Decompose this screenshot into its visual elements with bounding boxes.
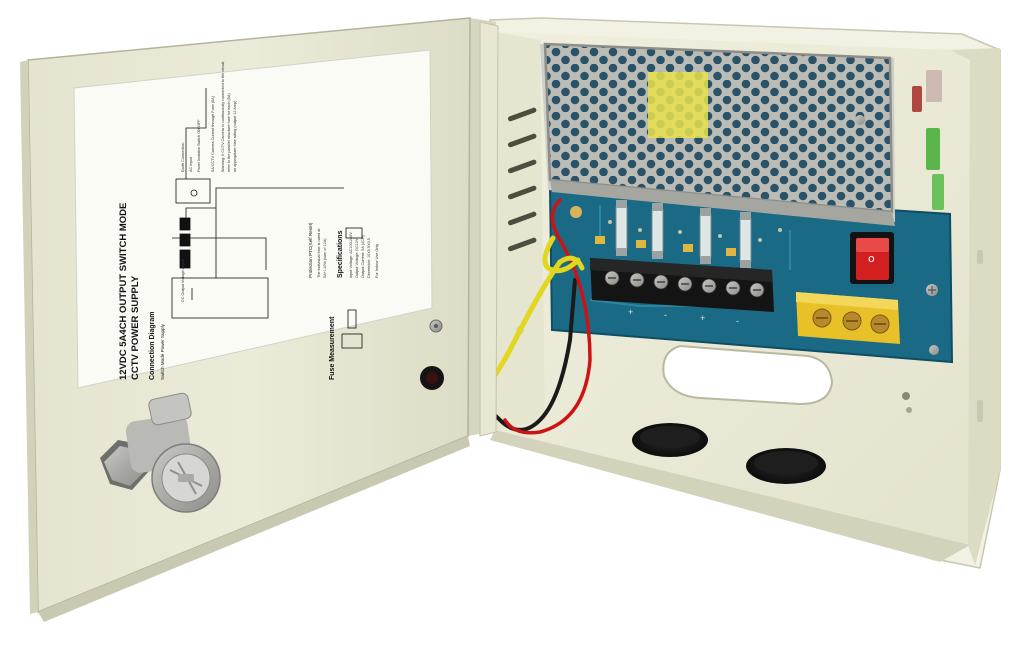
svg-text:+: + (628, 307, 633, 317)
power-rocker-switch[interactable]: o (850, 232, 894, 284)
output-terminal-strip (590, 258, 774, 312)
wire-grommet (420, 366, 444, 390)
label-protection-0: The individual fuse is rated at (317, 228, 321, 278)
label-spec-3: Dimension: 10X5.5X0.5 (367, 238, 371, 278)
door-hinge (479, 21, 499, 437)
green-capacitors (912, 70, 944, 210)
earth-ground-icon (429, 319, 443, 333)
label-spec-heading: Specifications (337, 230, 344, 278)
label-output-note: 5A/CCTV Camera Current through Fuse (5A) (211, 95, 215, 172)
label-panel-switch: Panel Isolation Switch ON/OFF (197, 119, 201, 172)
label-spec-2: Output Current: 5A (4CH) (361, 234, 365, 278)
switch-off-mark: o (868, 252, 875, 265)
transformer-visible (648, 72, 708, 138)
fuse (651, 203, 664, 259)
switching-psu-module (540, 42, 895, 226)
cam-lock-icon[interactable] (100, 392, 221, 513)
vent-slots (507, 107, 537, 252)
manual-label: 12VDC 5A4CH OUTPUT SWITCH MODE CCTV POWE… (73, 49, 433, 389)
fuse (615, 200, 628, 256)
label-diagram-heading: Connection Diagram (149, 312, 156, 380)
cable-slot (662, 344, 834, 406)
label-dc-output: DC Output Voltage Adjust (181, 258, 185, 302)
fuse (739, 212, 752, 268)
label-warning-0: Warning: If CCTV Camera is continuously … (221, 61, 225, 172)
label-title: 12VDC 5A4CH OUTPUT SWITCH MODE (118, 203, 129, 380)
label-subtitle: CCTV POWER SUPPLY (130, 275, 141, 380)
label-warning-1: refer to the parallel structure fuse for… (227, 93, 231, 172)
label-spec-0: Input Voltage: AC100-240V (349, 232, 353, 278)
fuse (699, 208, 712, 264)
label-protection-heading: Protection PTC(Self Reset) (308, 222, 313, 278)
fuse-bank (570, 200, 752, 268)
label-warning-2: an appropriate fuse rating (output 12 Am… (233, 100, 237, 172)
svg-text:-: - (664, 310, 667, 320)
label-protection-1: 5A+/-10% (sum of 12A) (323, 238, 327, 278)
label-spec-1: Output Voltage: DC12V (355, 238, 359, 278)
connection-diagram (171, 88, 344, 319)
label-ac-input: AC Input (189, 156, 193, 172)
ac-input-terminal-block (796, 292, 900, 344)
label-indoor-note: For Indoor Use Only (375, 244, 379, 278)
label-earth: Earth Connection (181, 143, 185, 172)
svg-text:+: + (700, 313, 705, 323)
label-fuse-heading: Fuse Measurement (329, 316, 336, 380)
rubber-grommet (746, 448, 826, 484)
svg-text:-: - (736, 316, 739, 326)
rubber-grommet (632, 423, 708, 457)
label-psu-caption: Switch Mode Power Supply (160, 323, 165, 380)
